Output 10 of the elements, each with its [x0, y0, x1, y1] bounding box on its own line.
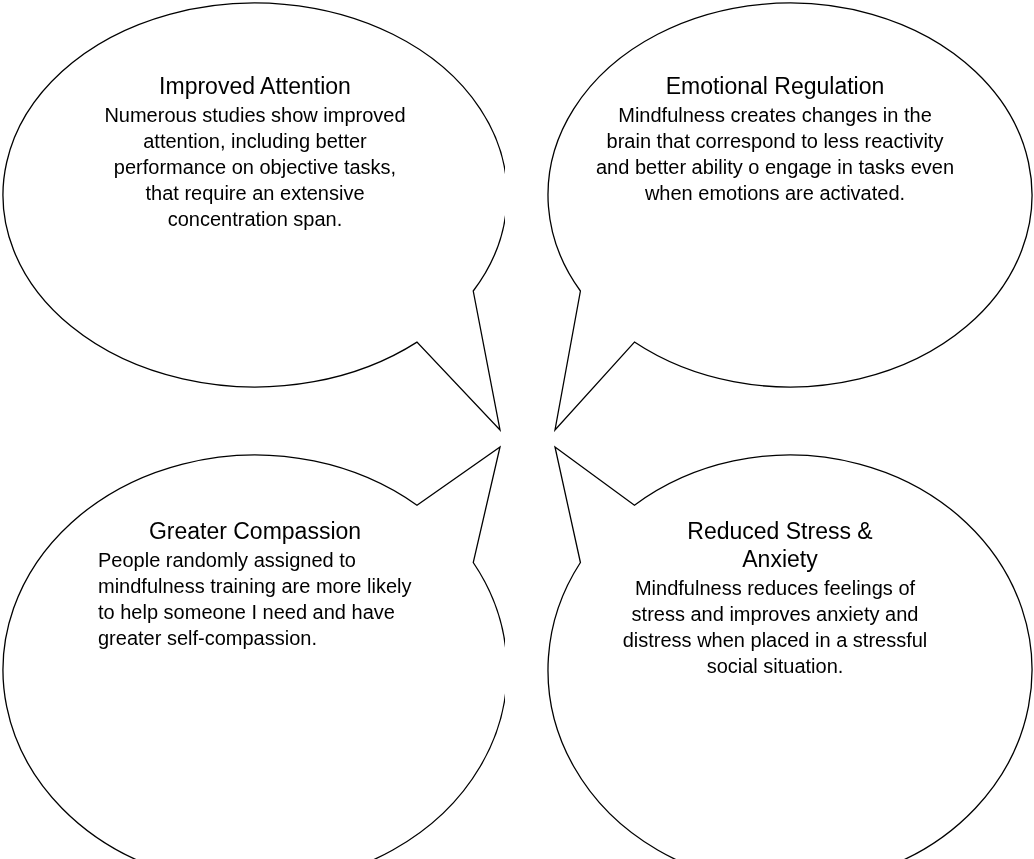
- bubble-heading: Greater Compassion: [147, 517, 363, 545]
- bubble-text: People randomly assigned to mindfulness training are more likely to help someone I need and have greater self-compassion.: [98, 548, 413, 651]
- bubble-heading: Emotional Regulation: [664, 72, 886, 100]
- bubble-text: Mindfulness reduces feelings of stress and improves anxiety and distress when placed in a stressful social situation.: [621, 576, 929, 679]
- bubble-heading: Reduced Stress & Anxiety: [686, 517, 874, 573]
- speech-bubble: [0, 0, 505, 432]
- bubble-text: Numerous studies show improved attention, including better performance on objective tasks, that require an extensive concentration span.: [103, 103, 407, 232]
- bubble-text: Mindfulness creates changes in the brain that correspond to less reactivity and better ability o engage in tasks even when emotions are activated.: [595, 103, 955, 206]
- bubble-heading: Improved Attention: [158, 72, 352, 100]
- speech-bubble: [0, 445, 505, 859]
